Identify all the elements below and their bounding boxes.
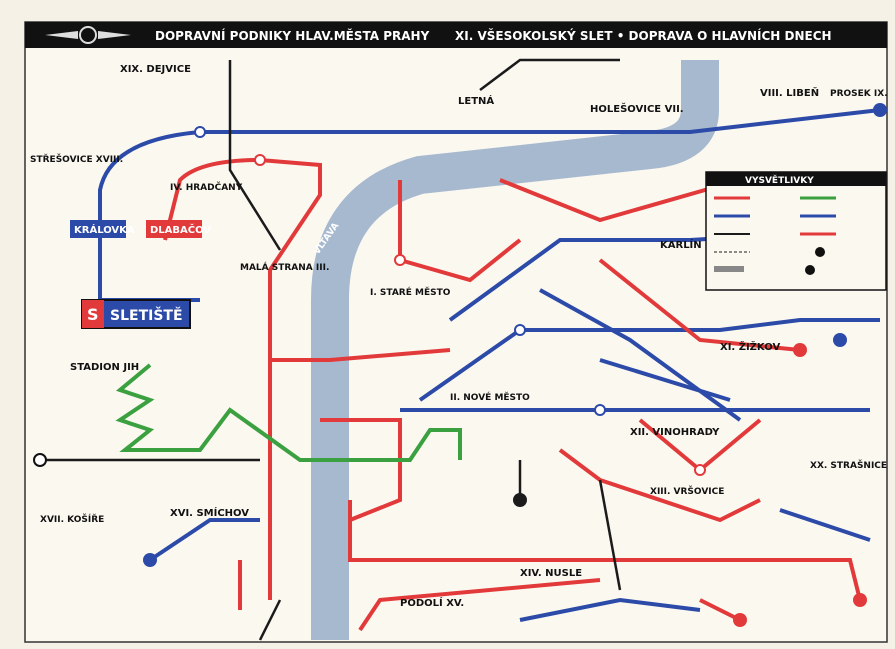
winged-logo-icon: [45, 26, 131, 44]
district-letna: LETNÁ: [458, 94, 494, 107]
district-dejvice: XIX. DEJVICE: [120, 64, 191, 75]
district-karlin: KARLÍN: [660, 238, 702, 251]
dlabacov-terminal: [146, 220, 202, 238]
blue-tram-lines: [98, 108, 881, 622]
header-subtitle: XI. VŠESOKOLSKÝ SLET • DOPRAVA O HLAVNÍC…: [455, 28, 832, 43]
sletiste-label: SLETIŠTĚ: [110, 306, 183, 324]
dark-lines: [40, 58, 622, 641]
district-holesovice: HOLEŠOVICE VII.: [590, 102, 684, 115]
district-vinohrady: XII. VINOHRADY: [630, 427, 720, 438]
district-podoli: PODOLÍ XV.: [400, 596, 464, 609]
district-prosek: PROSEK IX.: [830, 89, 888, 99]
header-title: DOPRAVNÍ PODNIKY HLAV.MĚSTA PRAHY: [155, 28, 430, 43]
header-band: [25, 22, 887, 48]
district-zizkov: XI. ŽIŽKOV: [720, 340, 780, 353]
stop-markers: [33, 103, 887, 627]
sletiste-s-letter: S: [87, 305, 99, 324]
sletiste-s-badge: [82, 300, 104, 328]
kralovka-label: KRÁLOVKA: [74, 223, 135, 236]
district-stare-mesto: I. STARÉ MĚSTO: [370, 286, 451, 298]
district-nusle: XIV. NUSLE: [520, 568, 582, 579]
district-hradcany: IV. HRADČANY: [170, 181, 243, 193]
district-mala-strana: MALÁ STRANA III.: [240, 261, 329, 273]
legend-title: VYSVĚTLIVKY: [745, 174, 814, 186]
district-labels: XIX. DEJVICE LETNÁ HOLEŠOVICE VII. VIII.…: [30, 64, 888, 609]
district-strasnice: XX. STRAŠNICE: [810, 459, 887, 471]
district-vrsovice: XIII. VRŠOVICE: [650, 485, 724, 497]
red-tram-lines: [163, 157, 862, 632]
dlabacov-label: DLABAČOV: [150, 223, 211, 236]
green-bus-line: [115, 363, 462, 462]
district-smichov: XVI. SMÍCHOV: [170, 506, 249, 519]
district-nove-mesto: II. NOVÉ MĚSTO: [450, 391, 530, 403]
map-frame: [24, 21, 888, 643]
kralovka-terminal: [70, 220, 126, 238]
district-liben: VIII. LIBEŇ: [760, 86, 819, 99]
legend-box: VYSVĚTLIVKY: [705, 171, 887, 291]
district-strecovice: STŘEŠOVICE XVIII.: [30, 153, 123, 165]
district-kosire: XVII. KOŠÍŘE: [40, 513, 104, 525]
stadion-jih-label: STADION JIH: [70, 362, 139, 373]
